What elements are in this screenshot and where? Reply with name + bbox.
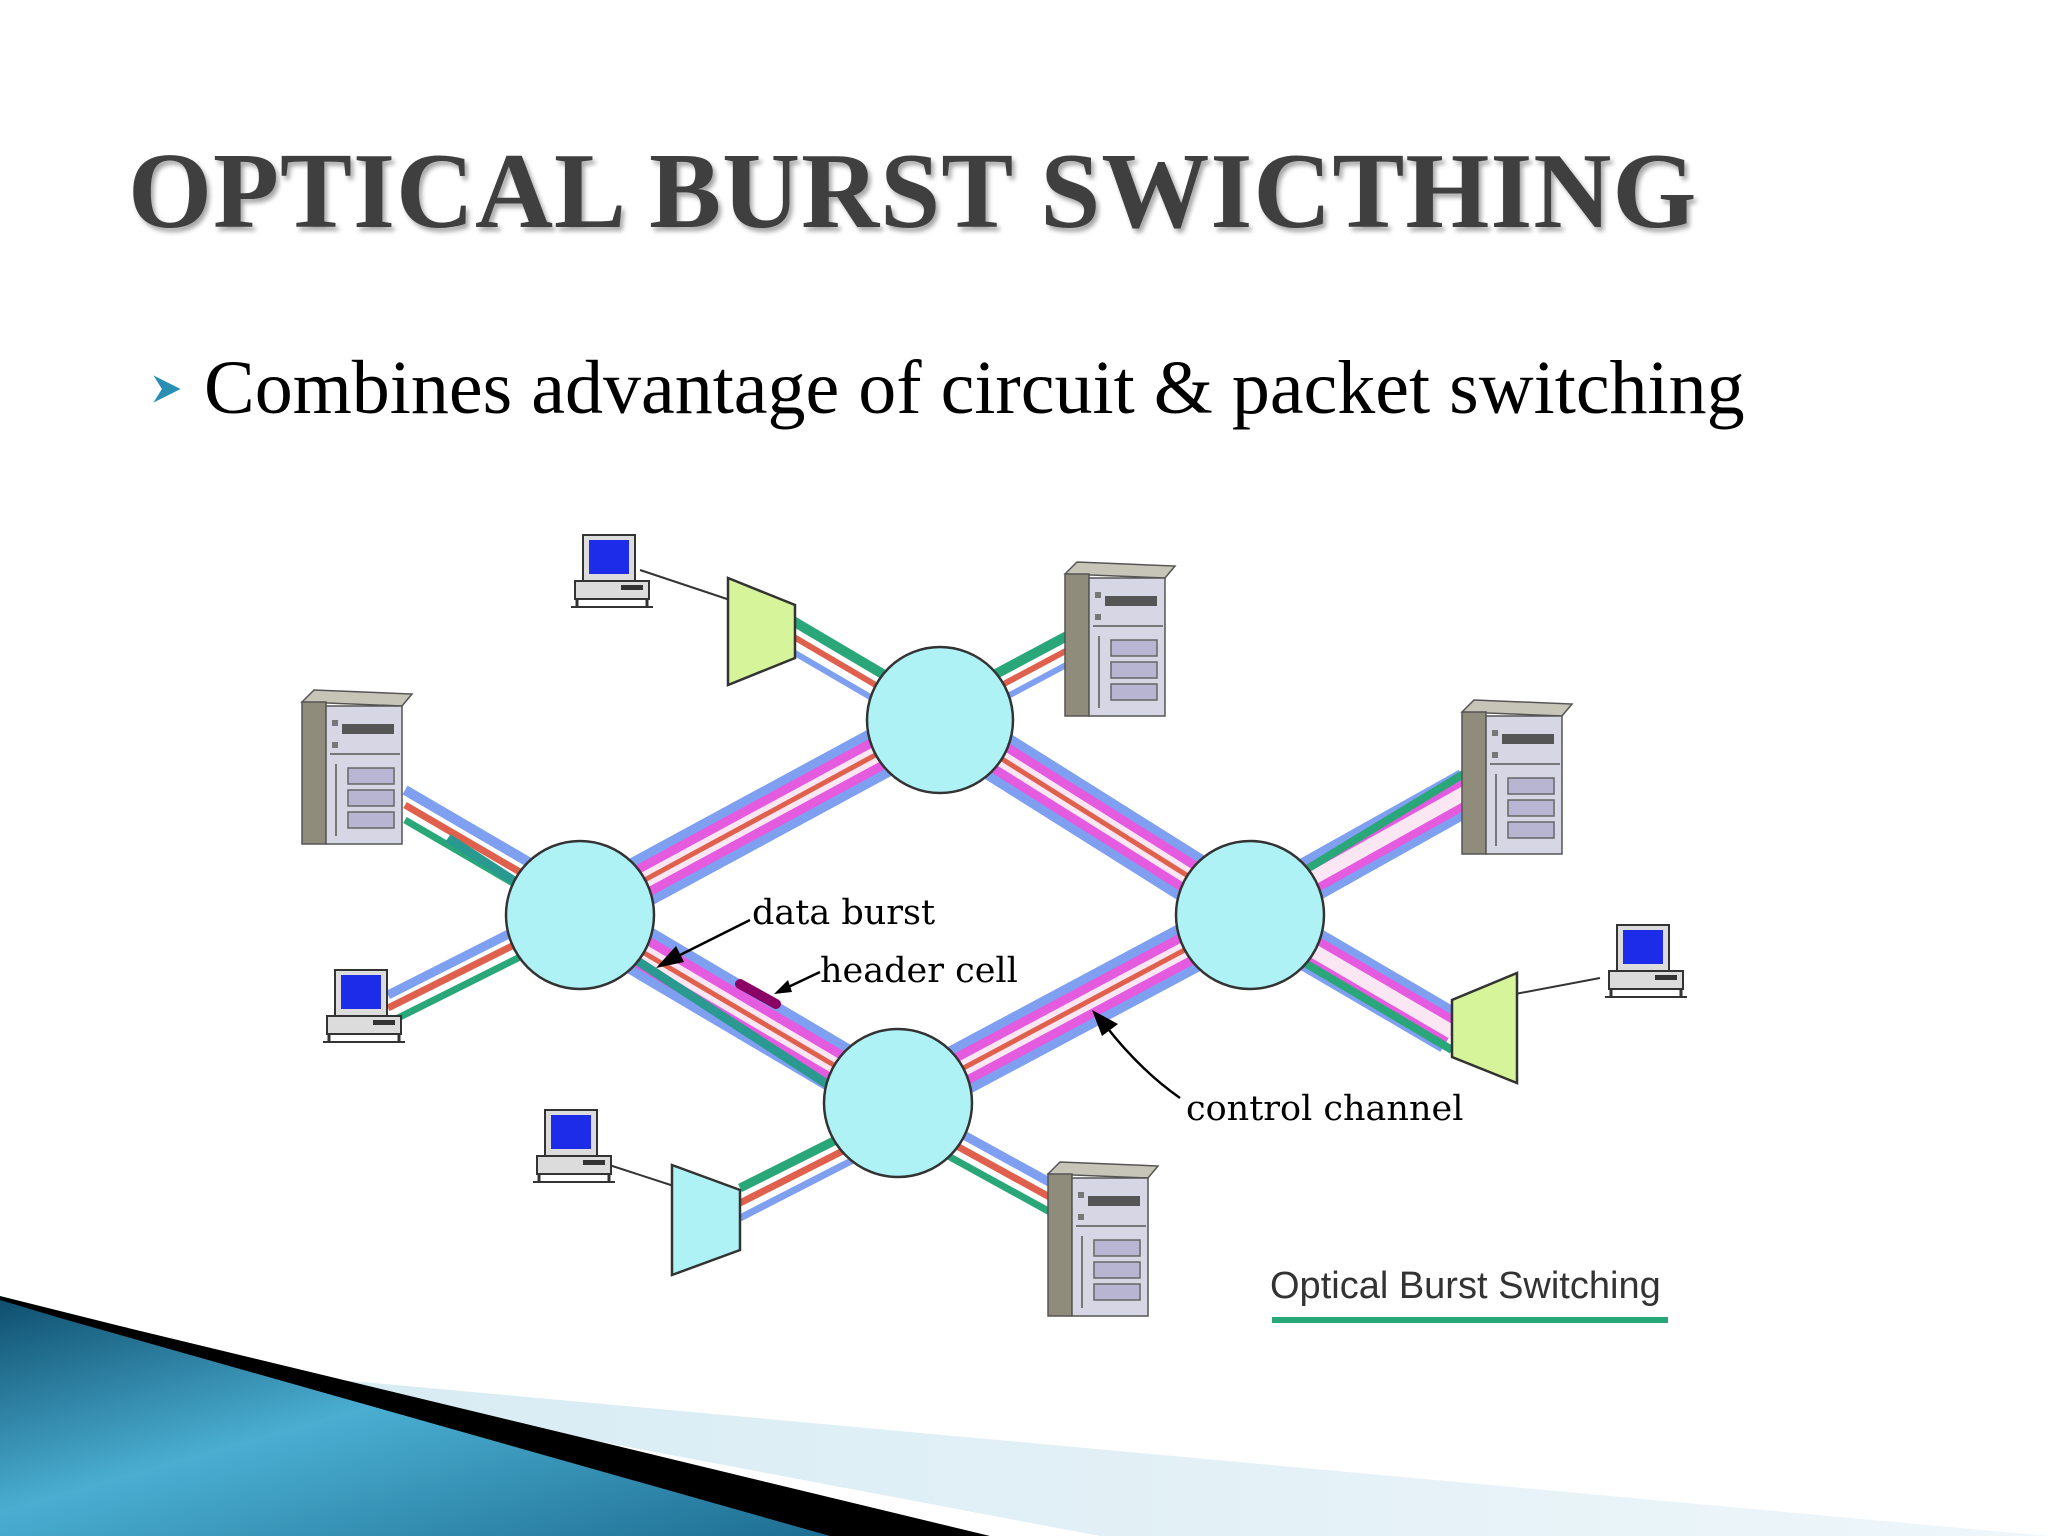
- bullet-item: Combines advantage of circuit & packet s…: [150, 345, 1745, 432]
- header-cell: [735, 979, 781, 1009]
- edge-router-top: [726, 576, 797, 687]
- data-burst-arrowhead: [656, 946, 684, 968]
- switch-node-left: [504, 839, 656, 991]
- annotation-arrows: [656, 918, 1181, 1100]
- data-burst-path: [445, 834, 833, 1090]
- label-data-burst: data burst: [752, 893, 935, 933]
- switch-node-right: [1174, 839, 1326, 991]
- diagram-caption: Optical Burst Switching: [1270, 1265, 1661, 1307]
- control-channel-pointer: [1104, 1024, 1181, 1100]
- edge-router-right: [1450, 971, 1519, 1085]
- label-header-cell: header cell: [820, 951, 1018, 991]
- edge-router-bottom: [670, 1163, 742, 1277]
- header-cell-arrowhead: [774, 980, 792, 994]
- slide-title: OPTICAL BURST SWICTHING: [128, 132, 1698, 251]
- switch-node-bottom: [822, 1027, 974, 1179]
- data-burst-pointer: [669, 918, 751, 962]
- switch-nodes: [504, 645, 1326, 1179]
- switch-node-top: [865, 645, 1015, 795]
- control-channel-arrowhead: [1092, 1010, 1118, 1036]
- bullet-arrow-icon: [153, 374, 181, 403]
- label-control-channel: control channel: [1186, 1089, 1463, 1129]
- bullet-text: Combines advantage of circuit & packet s…: [204, 346, 1745, 430]
- host-cables: [599, 569, 1601, 1189]
